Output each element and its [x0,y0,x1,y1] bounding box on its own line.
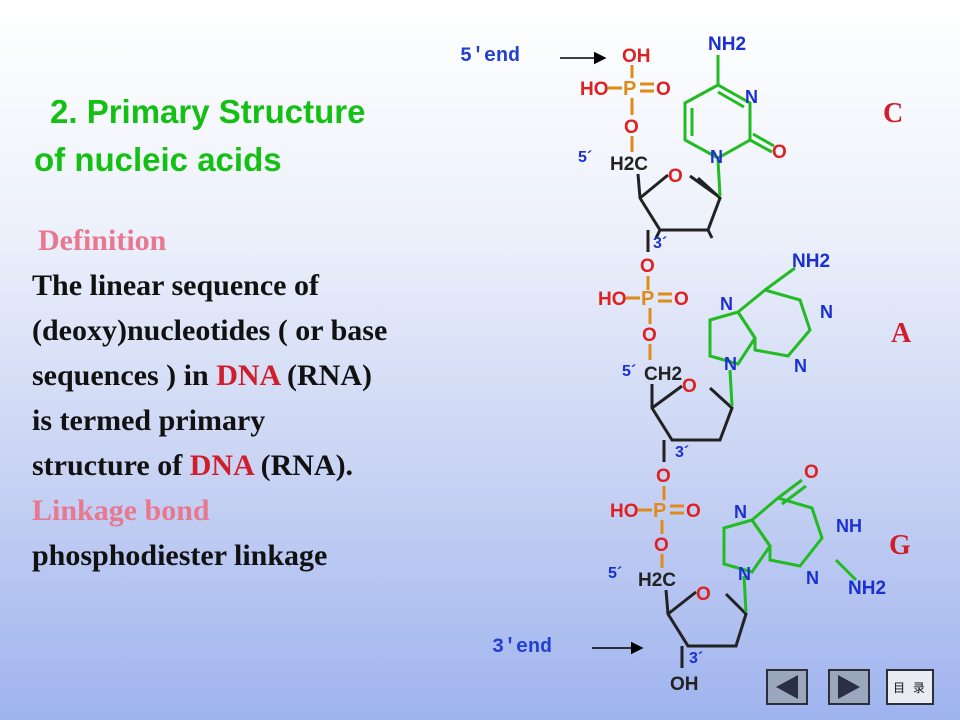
next-slide-button[interactable] [828,669,870,705]
linkage-heading: Linkage bond [32,494,210,527]
definition-line-3: sequences ) in DNA (RNA) [32,353,502,398]
atom-o-g: O [804,462,819,483]
atom-o-double: O [656,79,671,100]
label-5prime-2: 5´ [622,363,636,380]
definition-line-5: structure of DNA (RNA). [32,443,502,488]
definition-line-2: (deoxy)nucleotides ( or base [32,314,388,347]
atom-n7: N [720,294,733,314]
triangle-left-icon [776,675,798,699]
atom-ho-2: HO [598,289,627,310]
dna-term: DNA [216,359,280,392]
base-label-g: G [889,530,911,561]
page-title: 2. Primary Structure of nucleic acids [34,88,504,184]
definition-line-4: is termed primary [32,404,266,437]
atom-oh-3prime: OH [670,674,699,695]
atom-n3: N [745,87,758,107]
label-5prime-3: 5´ [608,565,622,582]
atom-n3-a: N [794,356,807,376]
definition-line-1: The linear sequence of [32,269,319,302]
base-label-c: C [883,98,904,129]
definition-heading: Definition [38,224,167,257]
atom-ch2: CH2 [644,364,682,385]
atom-o-ring-2: O [682,376,697,397]
label-3prime-3: 3´ [689,650,703,667]
atom-p-3: P [653,500,666,522]
atom-h2c-3: H2C [638,570,676,591]
atom-o-double-2: O [674,289,689,310]
base-label-a: A [891,318,912,349]
atom-p: P [623,78,636,100]
atom-o-bridge-3: O [654,535,669,556]
atom-ho: HO [580,79,609,100]
atom-nh2-g: NH2 [848,578,886,599]
atom-n9-g: N [738,564,751,584]
five-prime-end-label: 5′end [460,45,521,68]
label-5prime: 5´ [578,149,592,166]
atom-nh2-a: NH2 [792,251,830,272]
atom-n7-g: N [734,502,747,522]
rna-term: (RNA) [279,359,373,392]
dna-strand-diagram: OH HO P O O 5´ H2C O 3´ N [560,34,886,695]
definition-line-3-text: sequences ) in [32,359,217,392]
nucleotide-3: O HO P O O 5´ H2C O 3´ OH N N NH N [608,462,886,695]
atom-n3-g: N [806,568,819,588]
prev-slide-button[interactable] [766,669,808,705]
atom-o-link-2: O [656,466,671,487]
atom-o-ring-3: O [696,584,711,605]
definition-block: Definition The linear sequence of (deoxy… [32,218,502,578]
atom-n1-a: N [820,302,833,322]
title-line-1: 2. Primary Structure [50,93,366,130]
nucleotide-2: O HO P O O 5´ CH2 O 3´ N N N N [598,251,833,462]
label-3prime: 3´ [653,235,667,252]
atom-n9: N [724,354,737,374]
atom-nh2-c: NH2 [708,34,746,55]
label-3prime-2: 3´ [675,444,689,461]
atom-p-2: P [641,288,654,310]
atom-ho-3: HO [610,501,639,522]
dna-term-2: DNA [189,449,254,482]
nucleotide-1: OH HO P O O 5´ H2C O 3´ N [578,34,787,252]
atom-o-bridge: O [624,117,639,138]
atom-n1: N [710,147,723,167]
atom-o-ring: O [668,166,683,187]
atom-o-double-3: O [686,501,701,522]
rna-term-2: (RNA). [253,449,354,482]
definition-line-5-text: structure of [32,449,190,482]
linkage-value: phosphodiester linkage [32,539,328,572]
atom-h2c: H2C [610,154,648,175]
triangle-right-icon [838,675,860,699]
title-line-2: of nucleic acids [34,141,282,178]
three-prime-end-label: 3′end [492,636,553,659]
atom-o-carbonyl: O [772,142,787,163]
atom-nh-g: NH [836,516,862,536]
atom-o-link-1: O [640,256,655,277]
atom-oh-top: OH [622,46,651,67]
atom-o-bridge-2: O [642,325,657,346]
table-of-contents-button[interactable]: 目 录 [886,669,934,705]
